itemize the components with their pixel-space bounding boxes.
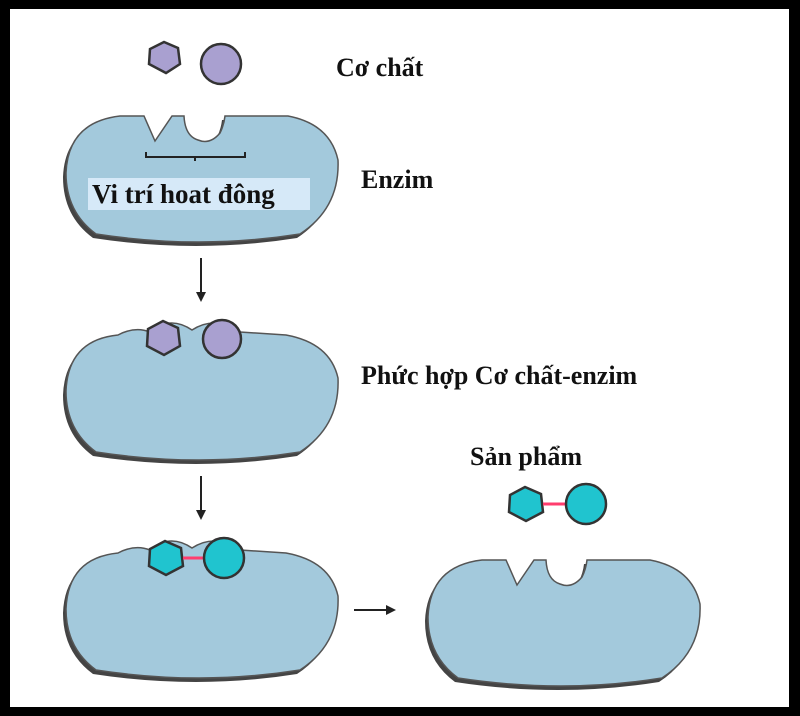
substrate-group xyxy=(147,40,243,86)
substrate-hexagon xyxy=(147,40,182,75)
product-hexagon xyxy=(507,485,545,523)
enzyme-label: Enzim xyxy=(361,165,434,194)
enzyme-free: Vi trí hoat đông xyxy=(63,115,339,246)
enzyme-substrate-complex xyxy=(63,318,339,464)
substrate-circle xyxy=(199,42,243,86)
complex-substrate-circle xyxy=(201,318,243,360)
enzyme-released xyxy=(425,559,701,690)
bound-product-circle xyxy=(202,536,246,580)
arrow-down-icon xyxy=(196,258,206,302)
complex-label: Phức hợp Cơ chất-enzim xyxy=(361,361,638,390)
product-group xyxy=(507,482,608,526)
product-circle xyxy=(564,482,608,526)
active-site-label-box xyxy=(88,178,310,210)
complex-substrate-hexagon xyxy=(145,319,182,357)
enzyme-product-complex xyxy=(63,536,339,682)
product-label: Sản phẩm xyxy=(470,442,582,471)
arrow-down-icon xyxy=(196,476,206,520)
bound-product-hexagon xyxy=(147,539,185,577)
active-site-bracket xyxy=(145,152,246,161)
substrate-label: Cơ chất xyxy=(336,53,424,82)
active-site-label: Vi trí hoat đông xyxy=(92,179,275,209)
arrow-right-icon xyxy=(354,605,396,615)
